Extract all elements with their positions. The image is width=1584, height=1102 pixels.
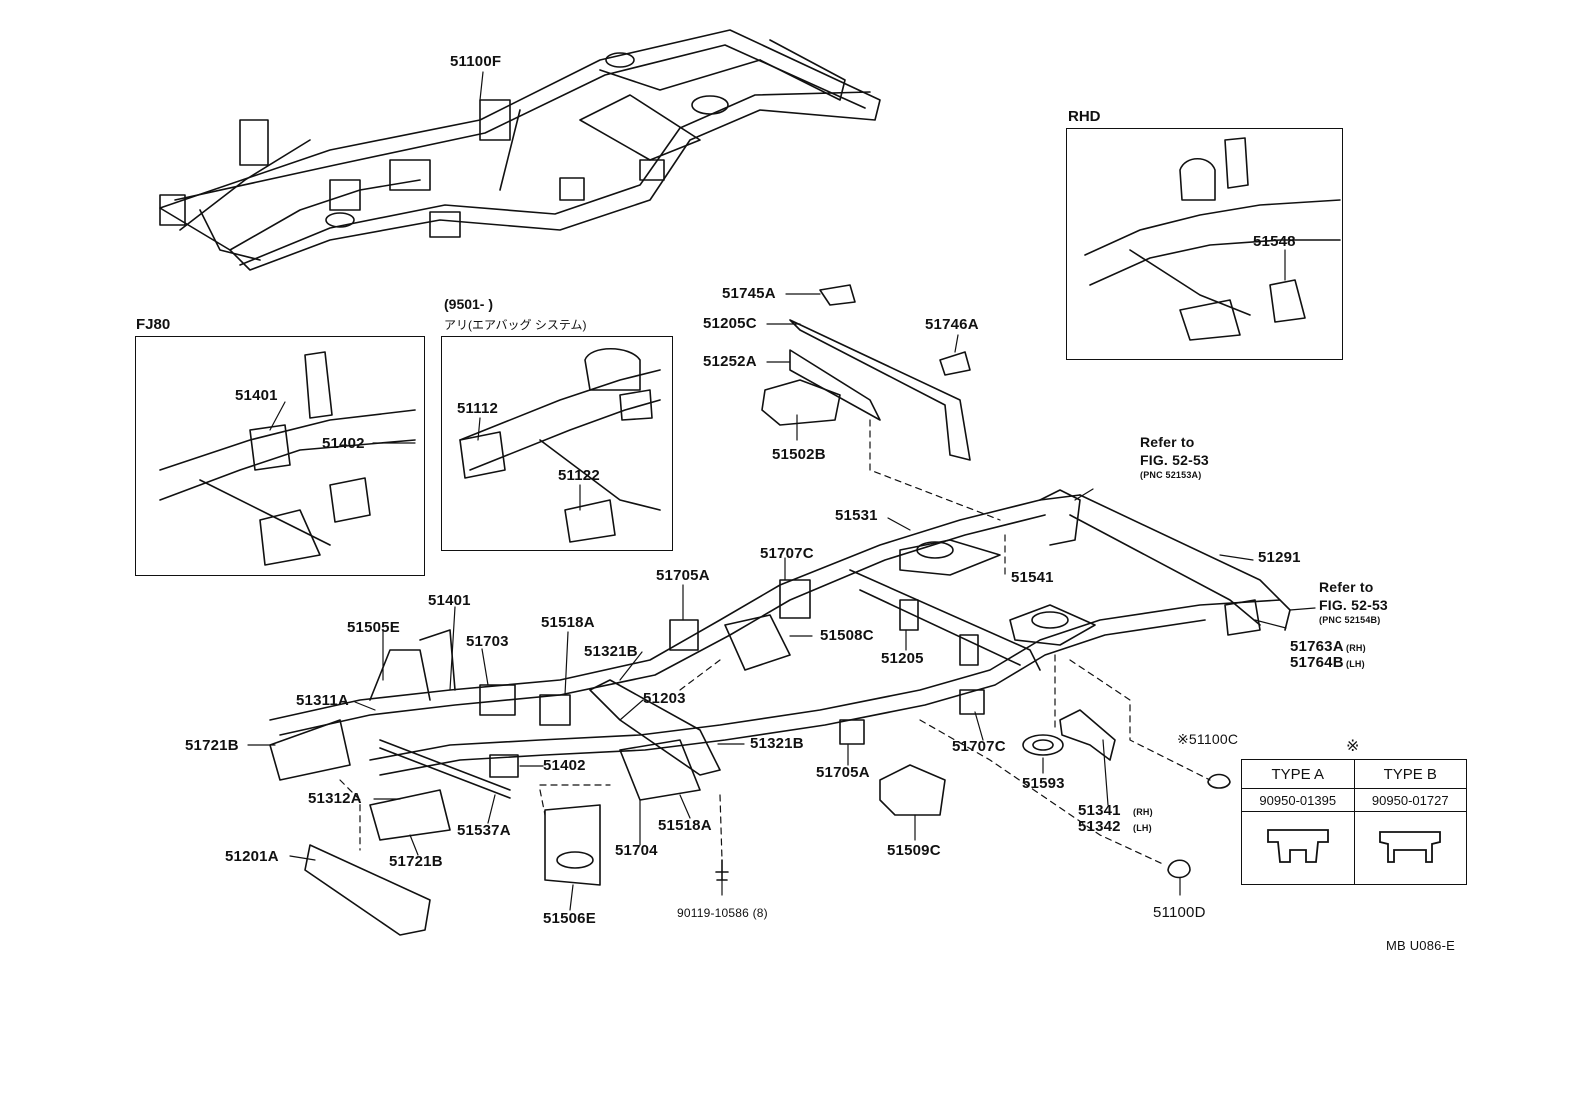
part-label-51721b-bottom: 51721B: [389, 853, 443, 870]
rhd-inset-title: RHD: [1068, 108, 1101, 125]
part-label-51764b: 51764B: [1290, 654, 1344, 671]
part-label-51312a: 51312A: [308, 790, 362, 807]
type-b-part-number: 90950-01727: [1353, 788, 1467, 812]
part-label-51311a: 51311A: [296, 692, 349, 709]
type-table-mark: ※: [1346, 738, 1360, 755]
part-label-51341: 51341: [1078, 802, 1121, 819]
part-label-51531: 51531: [835, 507, 878, 524]
part-label-51707c-top: 51707C: [760, 545, 814, 562]
part-label-51705a-bottom: 51705A: [816, 764, 870, 781]
refer-note-1-line3: (PNC 52153A): [1140, 470, 1202, 480]
type-a-plug-shape: [1241, 811, 1355, 885]
part-label-51342: 51342: [1078, 818, 1121, 835]
fj80-inset-box: [135, 336, 425, 576]
leader-lines: [247, 71, 1316, 911]
part-label-51112: 51112: [457, 400, 499, 417]
main-frame-drawing: [269, 489, 1291, 841]
type-a-header: TYPE A: [1241, 759, 1355, 789]
airbag-inset-subtitle: アリ(エアバッグ システム): [444, 318, 587, 332]
part-label-51100c: ※51100C: [1177, 731, 1239, 747]
part-label-90119-10586: 90119-10586 (8): [677, 906, 768, 920]
refer-note-1-line2: FIG. 52-53: [1140, 452, 1209, 468]
airbag-inset-box: [441, 336, 673, 551]
refer-note-2-line2: FIG. 52-53: [1319, 597, 1388, 613]
airbag-inset-title: (9501- ): [444, 296, 494, 312]
part-label-51703: 51703: [466, 633, 509, 650]
rh-note-51341: (RH): [1133, 807, 1153, 817]
refer-note-2-line1: Refer to: [1319, 579, 1374, 595]
part-label-51205c: 51205C: [703, 315, 757, 332]
part-label-51506e: 51506E: [543, 910, 596, 927]
part-label-51100d: 51100D: [1153, 904, 1206, 921]
part-label-51509c: 51509C: [887, 842, 941, 859]
refer-note-1-line1: Refer to: [1140, 434, 1195, 450]
rh-note-51763a: (RH): [1346, 643, 1366, 653]
part-label-51518a-top: 51518A: [541, 614, 595, 631]
diagram-code: MB U086-E: [1386, 938, 1455, 953]
part-label-51508c: 51508C: [820, 627, 874, 644]
part-label-51201a: 51201A: [225, 848, 279, 865]
part-label-51745a: 51745A: [722, 285, 776, 302]
part-label-51321b-bottom: 51321B: [750, 735, 804, 752]
frame-assembly-drawing: [159, 29, 881, 271]
part-label-51721b-left: 51721B: [185, 737, 239, 754]
lh-note-51342: (LH): [1133, 823, 1152, 833]
part-label-51704: 51704: [615, 842, 658, 859]
part-label-51205: 51205: [881, 650, 924, 667]
type-b-header: TYPE B: [1353, 759, 1467, 789]
part-label-51321b-top: 51321B: [584, 643, 638, 660]
part-label-51291: 51291: [1258, 549, 1301, 566]
part-label-51593: 51593: [1022, 775, 1065, 792]
part-label-51402: 51402: [543, 757, 586, 774]
part-label-51518a-bottom: 51518A: [658, 817, 712, 834]
part-label-51401-inset: 51401: [235, 387, 278, 404]
plug-type-table: TYPE A TYPE B 90950-01395 90950-01727: [1241, 759, 1467, 885]
part-label-51203: 51203: [643, 690, 686, 707]
part-label-51537a: 51537A: [457, 822, 511, 839]
type-b-plug-shape: [1353, 811, 1467, 885]
rhd-inset-drawing: [1084, 137, 1341, 341]
part-label-51763a: 51763A: [1290, 638, 1344, 655]
type-a-part-number: 90950-01395: [1241, 788, 1355, 812]
part-label-51502b: 51502B: [772, 446, 826, 463]
part-label-51100f: 51100F: [450, 53, 502, 70]
part-label-51122: 51122: [558, 467, 600, 484]
loose-parts-drawing: [304, 284, 1231, 936]
part-label-51541: 51541: [1011, 569, 1054, 586]
fj80-inset-drawing: [159, 351, 416, 566]
part-label-51401: 51401: [428, 592, 471, 609]
part-label-51402-inset: 51402: [322, 435, 365, 452]
dashed-lines: [339, 419, 1211, 866]
rhd-inset-box: [1066, 128, 1343, 360]
lh-note-51764b: (LH): [1346, 659, 1365, 669]
part-label-51548: 51548: [1253, 233, 1296, 250]
part-label-51505e: 51505E: [347, 619, 400, 636]
part-label-51707c-bottom: 51707C: [952, 738, 1006, 755]
part-label-51705a-top: 51705A: [656, 567, 710, 584]
refer-note-2-line3: (PNC 52154B): [1319, 615, 1381, 625]
airbag-inset-drawing: [459, 348, 661, 543]
part-label-51252a: 51252A: [703, 353, 757, 370]
fj80-inset-title: FJ80: [136, 316, 171, 333]
part-label-51746a: 51746A: [925, 316, 979, 333]
